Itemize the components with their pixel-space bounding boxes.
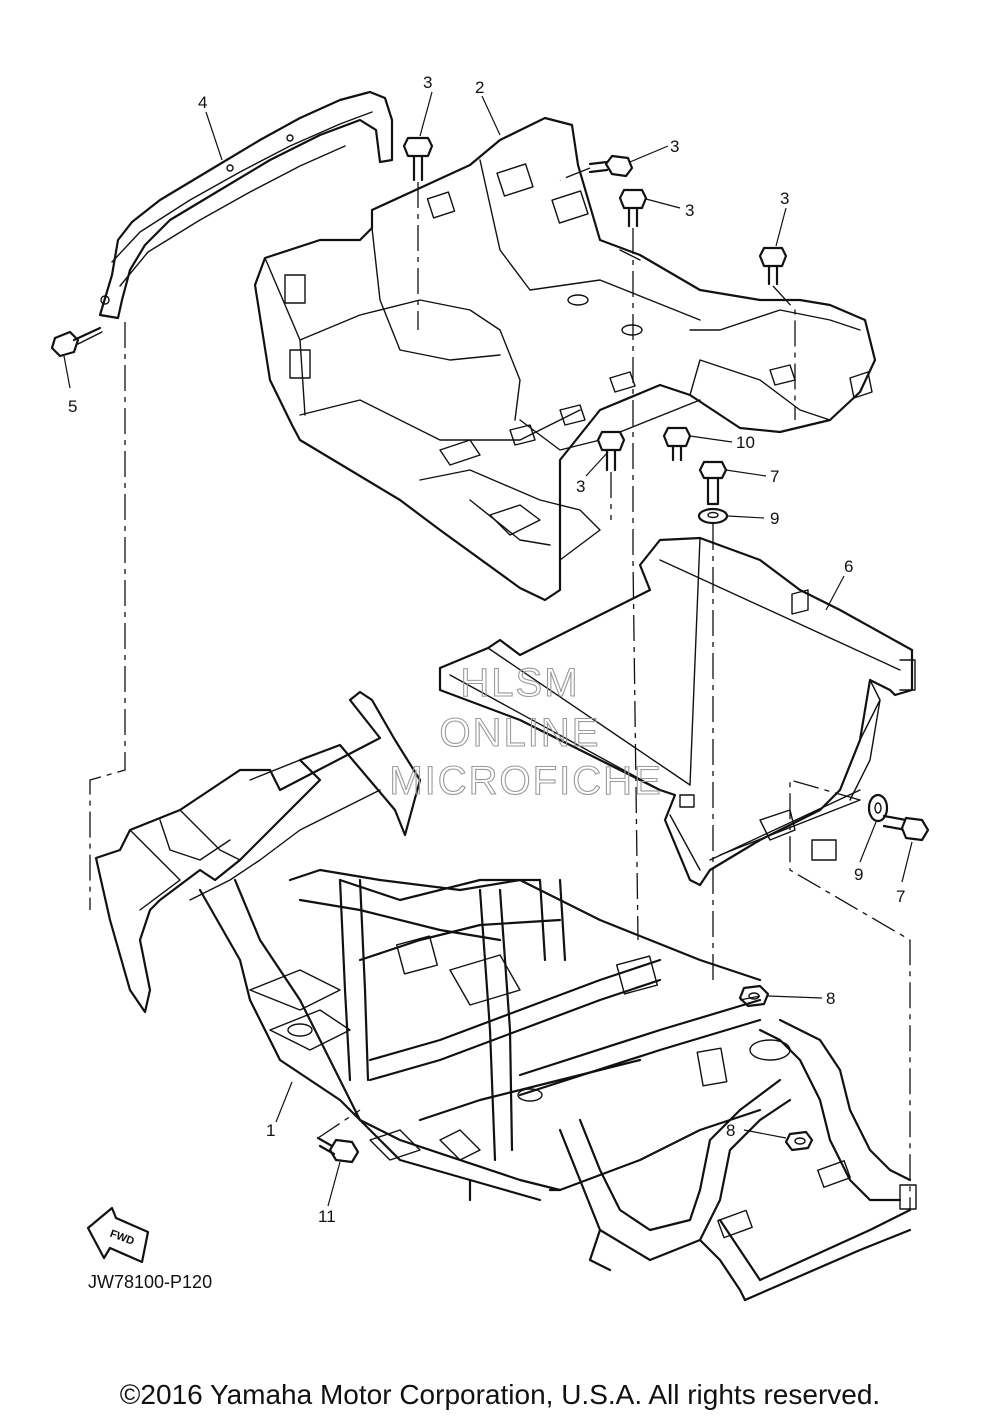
part-2-floor-panel[interactable] <box>253 116 877 602</box>
part-6-bed-frame[interactable] <box>438 536 916 887</box>
callout-3: 3 <box>685 201 694 220</box>
part-7-bolt-lower[interactable] <box>882 814 930 842</box>
callout-7: 7 <box>896 887 905 906</box>
part-5-bolt[interactable] <box>50 326 103 358</box>
watermark-line-2: ONLINE <box>440 711 601 755</box>
callout-1: 1 <box>266 1121 275 1140</box>
watermark-line-1: HLSM <box>460 661 579 705</box>
part-11-bolt[interactable] <box>316 1136 360 1164</box>
bolt-3-b <box>588 154 634 178</box>
assembly-lines <box>89 167 911 1210</box>
fwd-arrow-icon: FWD <box>86 1206 150 1264</box>
callout-2: 2 <box>475 78 484 97</box>
callout-3: 3 <box>670 137 679 156</box>
part-9-washer-lower[interactable] <box>867 793 889 823</box>
callout-3: 3 <box>423 73 432 92</box>
bolt-3-e <box>596 430 626 472</box>
callout-7: 7 <box>770 467 779 486</box>
part-10-bolt[interactable] <box>662 426 692 462</box>
bolt-3-c <box>618 188 648 228</box>
callout-8: 8 <box>826 989 835 1008</box>
watermark: HLSM ONLINE MICROFICHE <box>389 660 662 803</box>
callout-10: 10 <box>736 433 755 452</box>
callout-labels: 1 2 3 3 3 3 3 4 5 6 7 7 8 8 9 9 10 11 <box>68 73 905 1226</box>
callout-8: 8 <box>726 1121 735 1140</box>
bolt-3-a <box>402 136 434 182</box>
callout-3: 3 <box>576 477 585 496</box>
callout-6: 6 <box>844 557 853 576</box>
part-9-washer-upper[interactable] <box>697 507 729 525</box>
bolt-3-d <box>758 246 788 286</box>
part-1-main-frame[interactable] <box>94 690 917 1302</box>
callout-3: 3 <box>780 189 789 208</box>
callout-leaders <box>63 91 913 1207</box>
callout-4: 4 <box>198 93 207 112</box>
part-8-nut-lower[interactable] <box>784 1130 814 1152</box>
diagram-code: JW78100-P120 <box>88 1272 212 1292</box>
callout-9: 9 <box>854 865 863 884</box>
callout-5: 5 <box>68 397 77 416</box>
part-7-bolt-upper[interactable] <box>698 460 728 506</box>
part-4-front-bar[interactable] <box>98 90 394 320</box>
callout-9: 9 <box>770 509 779 528</box>
part-3-bolts[interactable] <box>402 136 788 472</box>
part-8-nut-upper[interactable] <box>738 984 770 1008</box>
copyright-notice: ©2016 Yamaha Motor Corporation, U.S.A. A… <box>120 1379 880 1410</box>
callout-11: 11 <box>318 1207 336 1226</box>
watermark-line-3: MICROFICHE <box>389 759 662 803</box>
